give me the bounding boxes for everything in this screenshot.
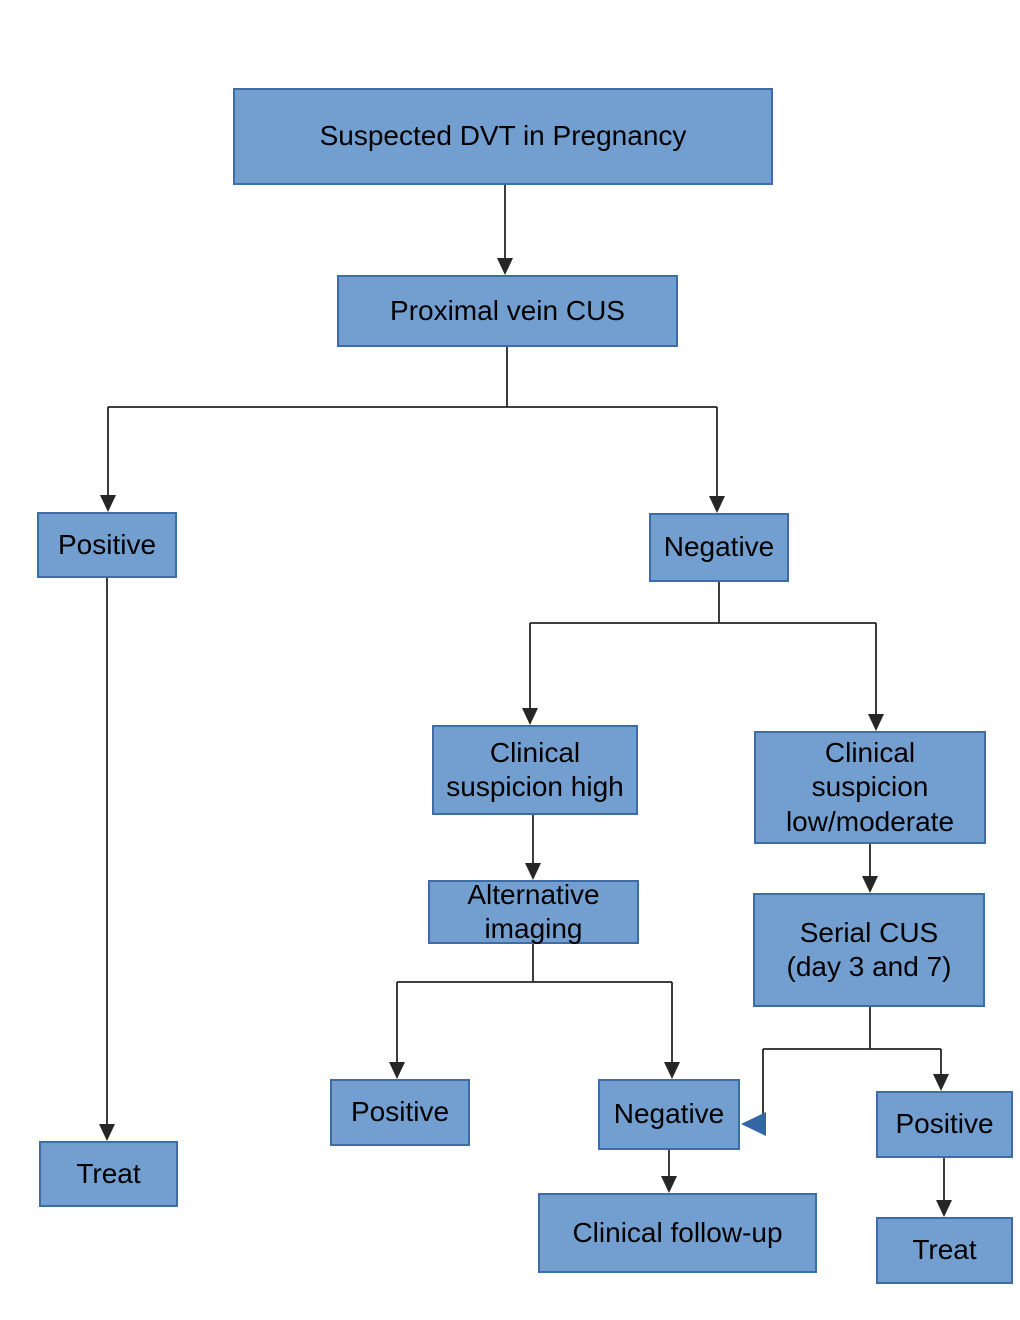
node-negative-cus-label: Negative [663,531,775,563]
node-positive-imaging-label: Positive [350,1096,450,1128]
node-suspected-dvt: Suspected DVT in Pregnancy [233,88,773,185]
node-negative-imaging-label: Negative [613,1098,725,1130]
node-positive-cus: Positive [37,512,177,578]
edge-serial-to-negative-positive [741,1007,949,1136]
node-alternative-imaging: Alternative imaging [428,878,639,944]
node-proximal-vein-cus-label: Proximal vein CUS [390,294,625,326]
node-clinical-suspicion-high-label: Clinical suspicion high [446,736,624,802]
node-clinical-suspicion-low-label: Clinical suspicion low/moderate [785,737,955,837]
edge-suspected-to-proximal [497,185,513,275]
edge-proximal-to-positive-negative [100,347,725,513]
node-serial-cus-label: Serial CUS (day 3 and 7) [786,916,952,982]
node-positive-serial-label: Positive [895,1108,994,1140]
node-treat-left: Treat [39,1141,178,1207]
edge-alternative-to-positive-negative [389,944,680,1079]
node-negative-imaging: Negative [598,1079,740,1150]
edge-positive-to-treat-left [99,578,115,1141]
node-clinical-followup: Clinical follow-up [538,1193,817,1273]
node-clinical-suspicion-high: Clinical suspicion high [432,725,638,815]
node-positive-imaging: Positive [330,1079,470,1146]
node-positive-cus-label: Positive [57,528,157,560]
node-treat-right: Treat [876,1217,1013,1284]
node-positive-serial: Positive [876,1091,1013,1158]
edge-low-to-serial-cus [862,844,878,893]
node-clinical-followup-label: Clinical follow-up [572,1216,783,1248]
node-treat-right-label: Treat [912,1234,977,1266]
edge-negative-to-followup [661,1150,677,1193]
node-proximal-vein-cus: Proximal vein CUS [337,275,678,347]
node-serial-cus: Serial CUS (day 3 and 7) [753,893,985,1007]
node-suspected-dvt-label: Suspected DVT in Pregnancy [319,120,687,152]
node-clinical-suspicion-low: Clinical suspicion low/moderate [754,731,986,844]
edge-high-to-alternative-imaging [525,815,541,880]
node-alternative-imaging-label: Alternative imaging [467,878,600,944]
node-negative-cus: Negative [649,513,789,582]
node-treat-left-label: Treat [76,1157,141,1189]
edge-positive-to-treat-right [936,1158,952,1217]
edge-negative-to-suspicion-branches [522,581,884,731]
